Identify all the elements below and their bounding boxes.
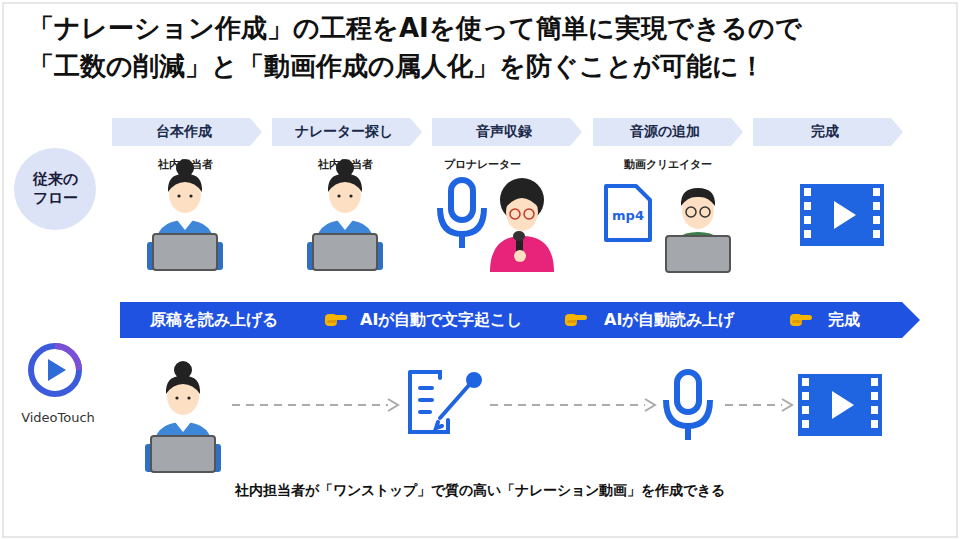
- node-text: 音声収録: [476, 123, 538, 141]
- step-chevron: 音源の追加: [593, 118, 743, 146]
- label-circle: 従来のフロー: [14, 148, 96, 230]
- step-chevron: 完成: [753, 118, 903, 146]
- node-text: ナレーター探し: [295, 123, 399, 141]
- node-text: AIが自動で文字起こし: [360, 302, 522, 338]
- node-text: AIが自動読み上げ: [604, 302, 734, 338]
- flow-band: 原稿を読み上げる AIが自動で文字起こし AIが自動読み上げ 完成: [120, 302, 920, 338]
- role-label: 社内担当者: [318, 157, 373, 172]
- step-chevron: 台本作成: [112, 118, 262, 146]
- logo-text: VideoTouch: [21, 410, 95, 425]
- node-text: 完成: [828, 302, 860, 338]
- step-chevron: ナレーター探し: [272, 118, 422, 146]
- pointing-hand: [565, 312, 589, 328]
- node-text: 完成: [811, 123, 845, 141]
- node-text: 原稿を読み上げる: [150, 302, 278, 338]
- pointing-hand: [325, 312, 349, 328]
- file-type: mp4: [612, 208, 644, 223]
- node-text: 音源の追加: [630, 123, 706, 141]
- step-chevron: 音声収録: [432, 118, 582, 146]
- caption: 社内担当者が「ワンストップ」で質の高い「ナレーション動画」を作成できる: [0, 482, 960, 500]
- node-text: 従来のフロー: [31, 170, 79, 209]
- role-label: プロナレーター: [444, 157, 521, 172]
- role-label: 社内担当者: [158, 157, 213, 172]
- pointing-hand: [790, 312, 814, 328]
- role-label: 動画クリエイター: [624, 157, 712, 172]
- title: 「ナレーション作成」の工程をAIを使って簡単に実現できるので 「工数の削減」と「…: [28, 10, 948, 85]
- node-text: 台本作成: [156, 123, 218, 141]
